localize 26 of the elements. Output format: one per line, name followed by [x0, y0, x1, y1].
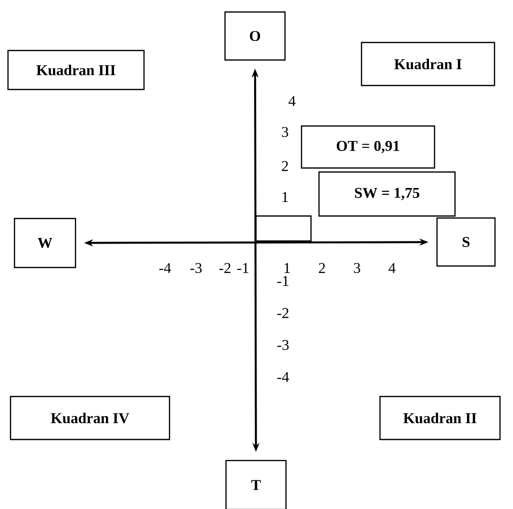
tick-label: 2 — [318, 263, 325, 273]
marker-rectangle — [255, 215, 312, 242]
label-box: W — [14, 218, 76, 268]
tick-label: -3 — [190, 262, 202, 274]
label-box: Kuadran I — [360, 42, 496, 86]
label-box: OT = 0,91 — [300, 125, 436, 169]
tick-label: 1 — [284, 263, 290, 273]
tick-label: -1 — [237, 263, 248, 273]
label-box: Kuadran II — [379, 396, 501, 440]
tick-label: -4 — [277, 372, 290, 382]
tick-label: 1 — [282, 192, 288, 202]
tick-label: -2 — [277, 308, 288, 318]
tick-label: -4 — [159, 263, 172, 273]
tick-label: -1 — [277, 276, 288, 286]
label-box: T — [225, 460, 287, 509]
tick-label: 3 — [354, 262, 360, 274]
tick-label: 2 — [282, 161, 288, 171]
tick-label: 4 — [388, 263, 396, 273]
label-box: O — [224, 11, 286, 61]
label-box: S — [436, 217, 496, 267]
tick-label: -3 — [277, 340, 289, 350]
tick-label: 4 — [288, 96, 296, 106]
label-box: Kuadran III — [7, 50, 145, 90]
label-box: Kuadran IV — [10, 396, 170, 440]
tick-label: -2 — [219, 263, 230, 273]
label-box: SW = 1,75 — [318, 171, 456, 217]
